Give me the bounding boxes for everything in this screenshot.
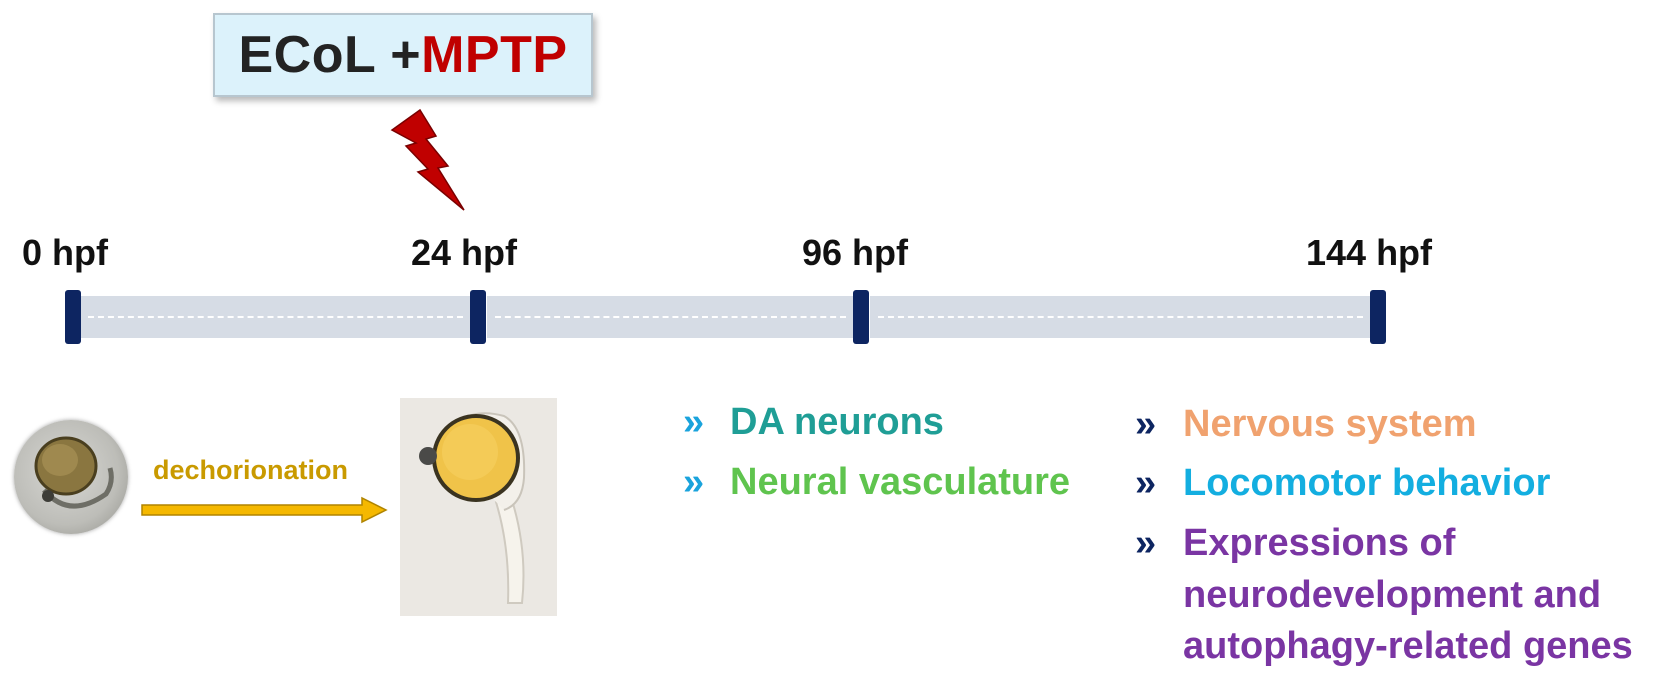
treatment-label-ecol: ECoL + (238, 26, 422, 84)
endpoint-locomotor-behavior: Locomotor behavior (1183, 462, 1551, 504)
timeline-dash-0-24 (88, 316, 463, 318)
chevron-144-3-icon: » (1135, 522, 1157, 564)
arrow-right-icon (141, 496, 388, 524)
endpoint-gene-expression-line-2: neurodevelopment and (1183, 574, 1602, 616)
timeline-dash-24-96 (495, 316, 846, 318)
chevron-96-1-icon: » (683, 401, 705, 443)
timeline-dash-96-144 (878, 316, 1363, 318)
timeline-tick-24 (470, 290, 486, 344)
lightning-bolt-icon (390, 108, 465, 211)
timeline-tick-96 (853, 290, 869, 344)
endpoint-neural-vasculature: Neural vasculature (730, 461, 1071, 503)
embryo-chorion-image (14, 420, 128, 534)
timeline-label-0: 0 hpf (22, 232, 108, 273)
chevron-144-1-icon: » (1135, 403, 1157, 445)
chevron-96-2-icon: » (683, 461, 705, 503)
dechorionation-label: dechorionation (153, 455, 348, 485)
timeline-label-24: 24 hpf (411, 232, 518, 273)
embryo-dechorionated-image (400, 398, 557, 616)
endpoint-nervous-system: Nervous system (1183, 403, 1477, 445)
treatment-label-mptp: MPTP (421, 26, 568, 84)
timeline-tick-144 (1370, 290, 1386, 344)
timeline-tick-0 (65, 290, 81, 344)
endpoint-gene-expression-line-1: Expressions of (1183, 522, 1456, 564)
chevron-144-2-icon: » (1135, 462, 1157, 504)
endpoint-gene-expression-line-3: autophagy-related genes (1183, 625, 1633, 667)
timeline-label-96: 96 hpf (802, 232, 909, 273)
timeline-label-144: 144 hpf (1306, 232, 1433, 273)
treatment-box: ECoL + MPTP (213, 13, 593, 97)
endpoint-da-neurons: DA neurons (730, 401, 944, 443)
